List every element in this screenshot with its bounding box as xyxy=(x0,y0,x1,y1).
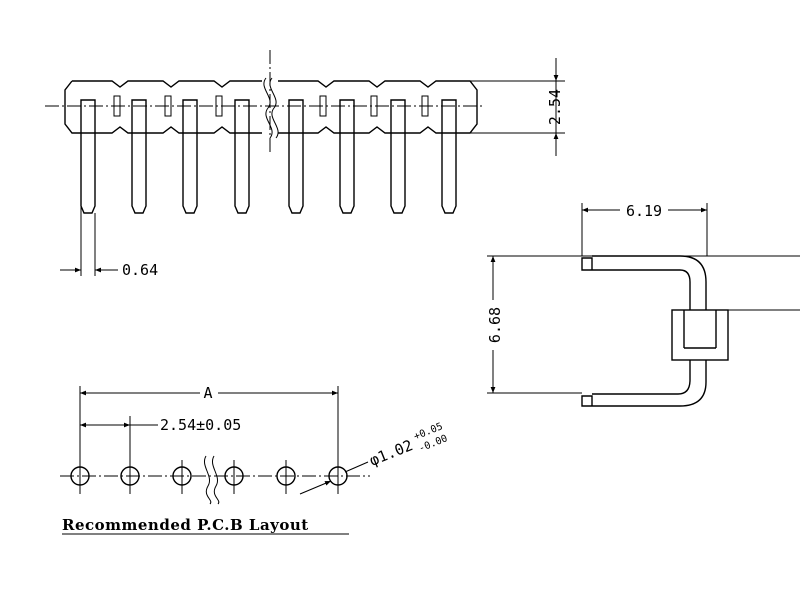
dim-pcb-pitch: 2.54±0.05 xyxy=(160,416,241,434)
pcb-break-symbol xyxy=(204,455,220,505)
dim-hole-diameter: φ1.02 xyxy=(367,436,416,470)
dim-height: 6.68 xyxy=(486,307,504,343)
pcb-layout: A 2.54±0.05 φ1.02 +0.05 -0.00 Recommende… xyxy=(60,384,449,535)
front-view: 2.54 0.64 xyxy=(45,50,565,279)
dim-pin-width: 0.64 xyxy=(122,261,158,279)
pcb-layout-title: Recommended P.C.B Layout xyxy=(62,516,309,534)
pins xyxy=(80,99,457,214)
bent-pin xyxy=(581,255,707,407)
dim-length: 6.19 xyxy=(626,202,662,220)
break-symbol xyxy=(263,77,279,139)
side-housing xyxy=(671,309,729,361)
housing-slots xyxy=(113,95,429,117)
housing-right xyxy=(278,80,478,134)
side-view: 6.19 6.68 xyxy=(486,202,800,407)
dim-pitch-vertical: 2.54 xyxy=(546,89,564,125)
dim-overall: A xyxy=(203,384,212,402)
